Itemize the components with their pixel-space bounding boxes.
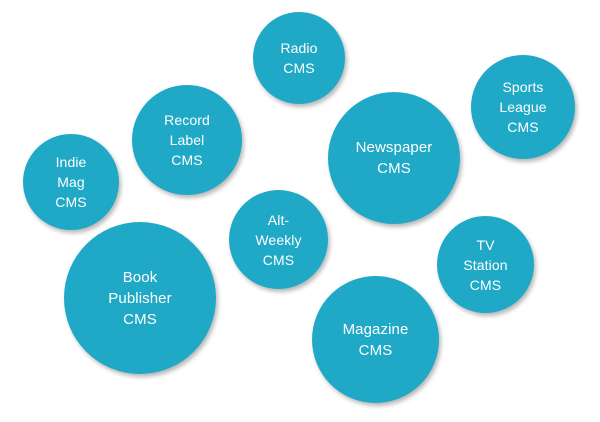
sports-league-cms-bubble: Sports League CMS <box>471 55 575 159</box>
magazine-cms-bubble: Magazine CMS <box>312 276 439 403</box>
bubble-label-line: CMS <box>123 310 157 328</box>
bubble-label-line: Book <box>122 268 158 286</box>
bubble-label-line: Publisher <box>108 289 172 307</box>
bubble-label-line: CMS <box>171 152 203 168</box>
indie-mag-cms-bubble: Indie Mag CMS <box>23 134 119 230</box>
bubble-label-line: CMS <box>377 160 411 177</box>
bubble-label-line: Label <box>169 132 205 148</box>
bubble-label-line: Indie <box>55 154 87 170</box>
bubble-label-line: Weekly <box>255 231 302 248</box>
bubble-label-line: League <box>499 99 547 115</box>
book-publisher-cms-bubble: Book Publisher CMS <box>64 222 216 374</box>
bubble-label-line: Radio <box>280 40 318 56</box>
radio-cms-bubble: Radio CMS <box>253 12 345 104</box>
tv-station-cms-bubble: TV Station CMS <box>437 216 534 313</box>
alt-weekly-cms-bubble: Alt- Weekly CMS <box>229 190 328 289</box>
bubble-label-line: CMS <box>262 251 295 268</box>
bubble-label-line: Newspaper <box>355 139 433 156</box>
bubble-label-line: Mag <box>57 174 85 190</box>
bubble-label-line: CMS <box>55 194 87 210</box>
bubble-label-line: TV <box>476 236 495 253</box>
bubble-label-line: Sports <box>502 79 544 95</box>
bubble-label-line: Station <box>463 256 508 273</box>
bubble-label-line: Alt- <box>267 211 290 228</box>
bubble-label-line: Record <box>164 112 210 128</box>
newspaper-cms-bubble: Newspaper CMS <box>328 92 460 224</box>
bubble-label-line: CMS <box>469 276 502 293</box>
bubble-label-line: Magazine <box>342 320 409 338</box>
record-label-cms-bubble: Record Label CMS <box>132 85 242 195</box>
bubble-label-line: CMS <box>283 60 315 76</box>
bubble-label-line: CMS <box>358 341 393 359</box>
bubble-label-line: CMS <box>507 119 539 135</box>
